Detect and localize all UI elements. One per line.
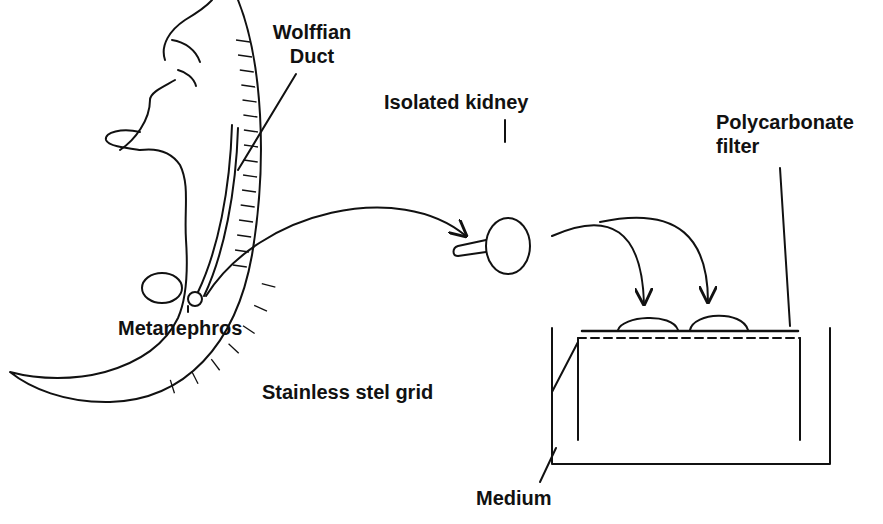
transfer-arrow (206, 208, 466, 296)
somite-mark (236, 40, 250, 42)
arm-bud (106, 130, 140, 150)
somite-mark (237, 235, 251, 237)
somite-mark (170, 380, 174, 393)
somite-mark (243, 100, 257, 102)
transfer-arrow (600, 218, 708, 302)
somite-mark (243, 175, 257, 177)
somite-mark (244, 160, 258, 162)
isolated-kidney (486, 218, 530, 274)
grid-label: Stainless stel grid (262, 380, 552, 404)
somite-mark (240, 70, 254, 72)
somite-mark (229, 344, 239, 354)
metanephros-bud (188, 292, 202, 306)
embryo-outline (10, 0, 261, 402)
filter-label: Polycarbonate filter (716, 110, 876, 158)
somite-mark (254, 305, 267, 311)
wolffian-duct (198, 125, 238, 296)
somite-mark (233, 265, 247, 267)
somite-mark (211, 359, 219, 370)
somite-mark (262, 284, 276, 287)
culture-dish (552, 328, 830, 464)
somite-mark (242, 190, 256, 192)
somite-mark (241, 85, 255, 87)
ureter-stub (454, 240, 487, 256)
leader-line (540, 448, 556, 482)
leader-line (552, 342, 578, 392)
metanephros-label: Metanephros (118, 316, 288, 340)
leader-line (504, 120, 506, 142)
somite-mark (244, 145, 258, 147)
somite-mark (239, 220, 253, 222)
duct-label: Wolffian Duct (252, 20, 372, 68)
somite-mark (192, 371, 198, 383)
somite-mark (235, 250, 249, 252)
stainless-grid (578, 337, 800, 339)
somite-mark (244, 130, 258, 132)
explant (618, 318, 678, 330)
leader-line (780, 168, 790, 326)
explant (690, 316, 748, 330)
somite-mark (243, 115, 257, 117)
grid-stand (578, 338, 800, 440)
leg-bud (142, 273, 182, 303)
medium-label: Medium (476, 486, 596, 510)
leader-line (238, 74, 296, 170)
somite-mark (238, 55, 252, 57)
face-detail (172, 40, 200, 86)
somite-mark (243, 326, 255, 334)
kidney-label: Isolated kidney (384, 90, 584, 114)
somite-mark (241, 205, 255, 207)
transfer-arrow (552, 225, 644, 304)
leader-line (187, 306, 189, 312)
